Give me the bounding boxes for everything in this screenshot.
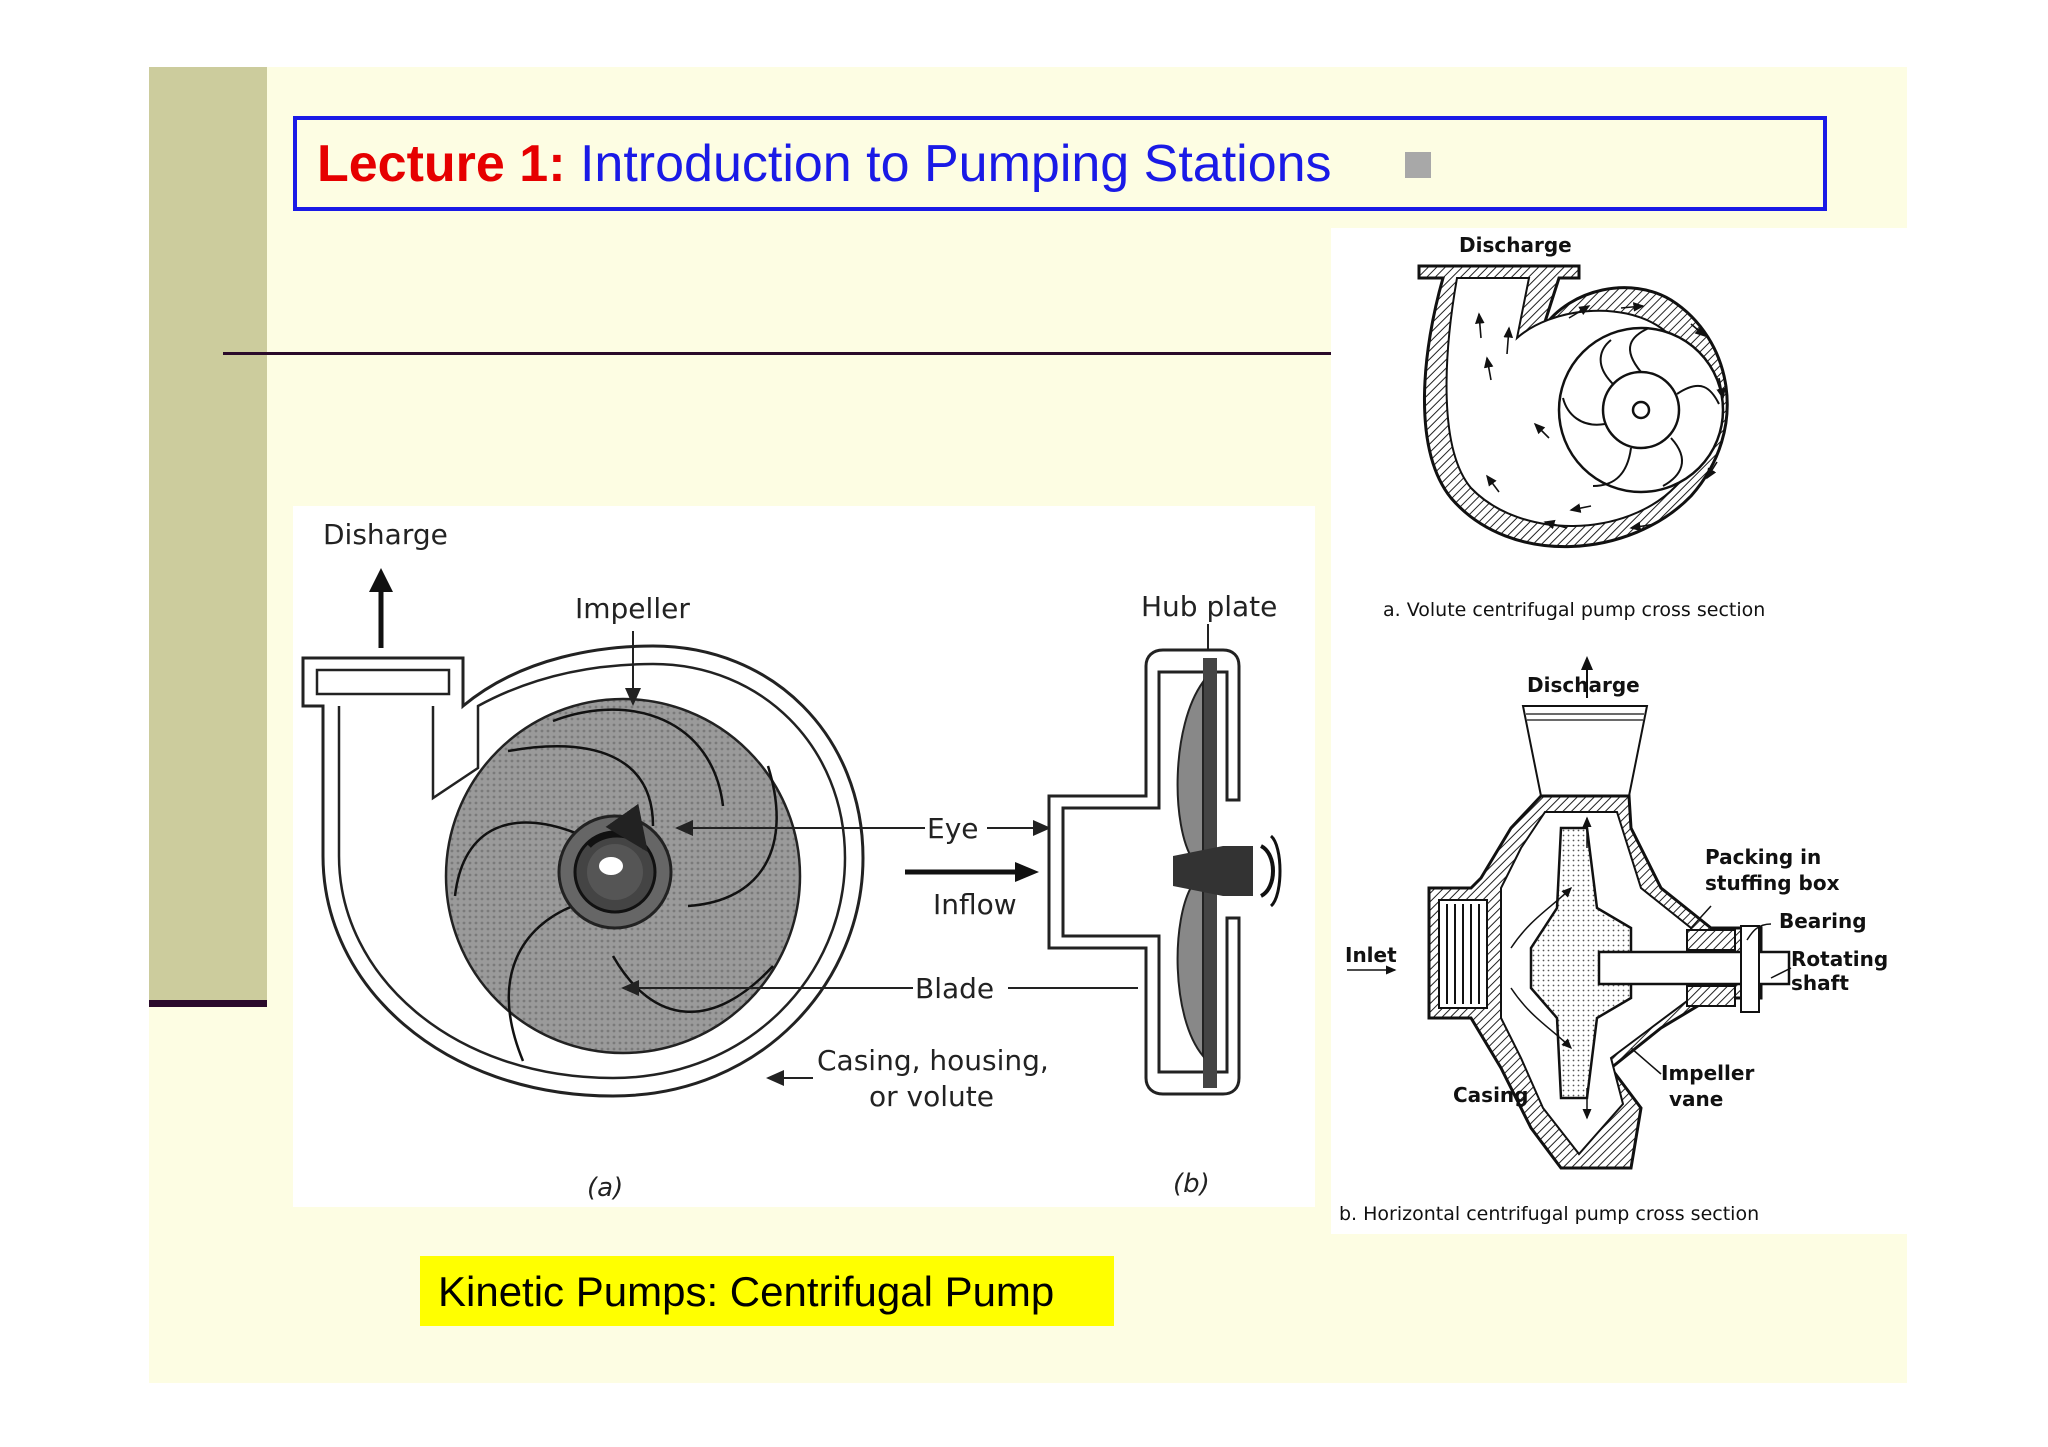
pump-cross-section-svg: Discharge a. Volute centrifugal pump cro… bbox=[1339, 233, 1888, 1225]
pump-diagram-right: Discharge a. Volute centrifugal pump cro… bbox=[1331, 228, 1907, 1234]
caption-text: Kinetic Pumps: Centrifugal Pump bbox=[438, 1268, 1055, 1315]
label-rotating: Rotating bbox=[1791, 947, 1888, 971]
label-impeller: Impeller bbox=[1661, 1061, 1754, 1085]
caption-highlight: Kinetic Pumps: Centrifugal Pump bbox=[420, 1256, 1114, 1326]
label-casing-2: or volute bbox=[869, 1080, 994, 1113]
label-inflow: Inflow bbox=[933, 888, 1017, 921]
top-caption: a. Volute centrifugal pump cross section bbox=[1383, 599, 1765, 621]
slide-title: Lecture 1: Introduction to Pumping Stati… bbox=[317, 134, 1332, 194]
left-accent-bar bbox=[149, 67, 267, 1004]
lecture-label: Lecture 1: bbox=[317, 135, 566, 193]
label-hub-plate: Hub plate bbox=[1141, 590, 1277, 623]
label-sub-a: (a) bbox=[587, 1173, 623, 1203]
label-casing-1: Casing, housing, bbox=[817, 1044, 1049, 1077]
pump-diagram-left: Disharge Impeller Hub plate Eye Inflow B… bbox=[293, 506, 1315, 1207]
label-eye: Eye bbox=[927, 812, 979, 845]
bullet-square-icon bbox=[1405, 152, 1431, 178]
left-bar-divider bbox=[149, 1000, 267, 1007]
label-inlet: Inlet bbox=[1345, 943, 1397, 967]
label-shaft: shaft bbox=[1791, 971, 1849, 995]
title-box: Lecture 1: Introduction to Pumping Stati… bbox=[293, 116, 1827, 211]
title-divider-line bbox=[223, 352, 1333, 355]
label-packing-1: Packing in bbox=[1705, 845, 1821, 869]
bottom-caption: b. Horizontal centrifugal pump cross sec… bbox=[1339, 1203, 1759, 1225]
label-bearing: Bearing bbox=[1779, 909, 1867, 933]
label-vane: vane bbox=[1669, 1087, 1723, 1111]
label-discharge: Disharge bbox=[323, 518, 448, 551]
top-label-discharge: Discharge bbox=[1459, 233, 1572, 257]
pump-diagram-svg: Disharge Impeller Hub plate Eye Inflow B… bbox=[301, 518, 1282, 1203]
label-impeller: Impeller bbox=[575, 592, 690, 625]
label-casing: Casing bbox=[1453, 1083, 1529, 1107]
label-sub-b: (b) bbox=[1173, 1169, 1210, 1199]
title-text: Introduction to Pumping Stations bbox=[579, 135, 1332, 193]
label-blade: Blade bbox=[915, 972, 994, 1005]
label-packing-2: stuffing box bbox=[1705, 871, 1840, 895]
bottom-label-discharge: Discharge bbox=[1527, 673, 1640, 697]
